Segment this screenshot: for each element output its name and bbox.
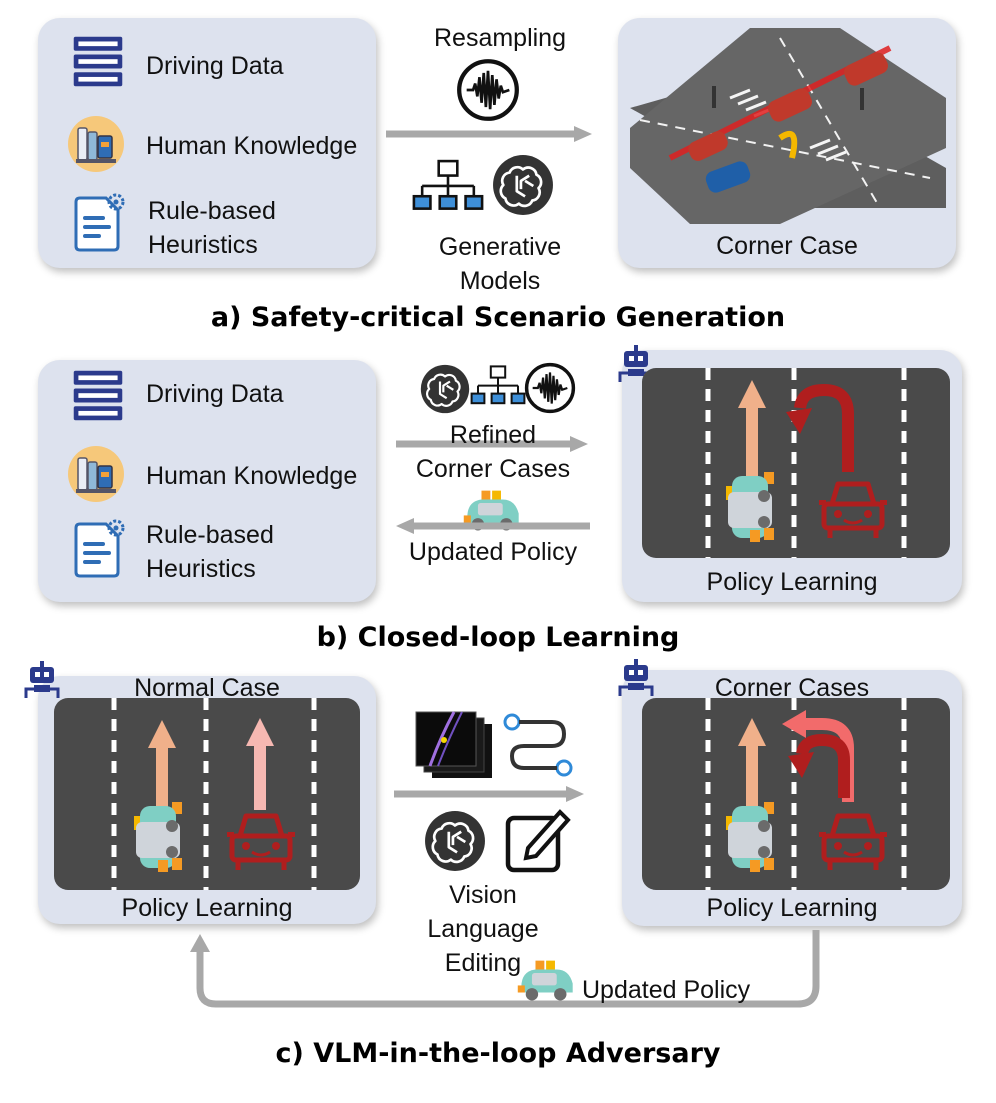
red-car-icon [226, 806, 296, 876]
hierarchy-icon [410, 158, 486, 220]
panel-c-corner-cases-label: Corner Cases [714, 674, 870, 702]
panel-b-rule-heuristics-label: Rule-based Heuristics [146, 521, 274, 583]
books-icon [66, 444, 126, 504]
panel-b-policy-learning-label: Policy Learning [706, 568, 878, 596]
bev-images-icon [415, 711, 492, 778]
panel-b-refined-corner-cases-label: Refined Corner Cases [415, 421, 571, 483]
books-icon [66, 114, 126, 174]
intersection-scene [630, 28, 946, 224]
panel-b-updated-policy-label: Updated Policy [408, 538, 578, 566]
panel-b-human-knowledge-label: Human Knowledge [146, 462, 358, 490]
panel-b-road-scene [642, 368, 950, 558]
document-gear-icon [68, 518, 128, 578]
ego-car-icon [720, 466, 780, 546]
ego-car-icon [720, 796, 780, 876]
panel-a-forward-arrow [386, 126, 592, 142]
panel-c-title: c) VLM-in-the-loop Adversary [275, 1038, 721, 1069]
document-gear-icon [68, 192, 128, 252]
red-car-icon [818, 806, 888, 876]
panel-b-backward-arrow [396, 518, 590, 534]
panel-b-forward-arrow [396, 436, 588, 452]
red-car-icon [818, 474, 888, 544]
hierarchy-icon [470, 364, 526, 412]
panel-c-vision-language-editing-label: Vision Language Editing [427, 881, 539, 977]
server-icon [70, 34, 126, 90]
panel-c-left-policy-learning-label: Policy Learning [121, 894, 293, 922]
ego-car-icon [516, 958, 578, 1004]
panel-a-generative-models-label: Generative Models [438, 233, 562, 295]
panel-b-title: b) Closed-loop Learning [316, 622, 680, 653]
panel-a-corner-case-label: Corner Case [716, 232, 858, 260]
panel-a-title: a) Safety-critical Scenario Generation [210, 302, 786, 333]
panel-c-feedback-arrow [190, 930, 820, 1008]
panel-c-right-policy-learning-label: Policy Learning [706, 894, 878, 922]
panel-b-driving-data-label: Driving Data [146, 380, 284, 408]
panel-c-normal-case-label: Normal Case [134, 674, 280, 702]
panel-a-resampling-label: Resampling [433, 24, 566, 52]
route-icon [503, 713, 573, 777]
panel-a-driving-data-label: Driving Data [146, 52, 284, 80]
openai-icon [420, 364, 470, 414]
waveform-icon [524, 362, 576, 414]
panel-a-rule-heuristics-label: Rule-based Heuristics [148, 197, 276, 259]
waveform-icon [456, 58, 520, 122]
panel-c-corner-road-scene [642, 698, 950, 890]
panel-c-forward-arrow [394, 786, 584, 802]
server-icon [70, 368, 126, 424]
openai-icon [492, 154, 554, 216]
ego-car-icon [128, 796, 188, 876]
panel-c-updated-policy-label: Updated Policy [582, 976, 751, 1004]
edit-icon [505, 809, 571, 873]
panel-c-normal-road-scene [54, 698, 360, 890]
panel-a-human-knowledge-label: Human Knowledge [146, 132, 358, 160]
openai-icon [424, 810, 486, 872]
